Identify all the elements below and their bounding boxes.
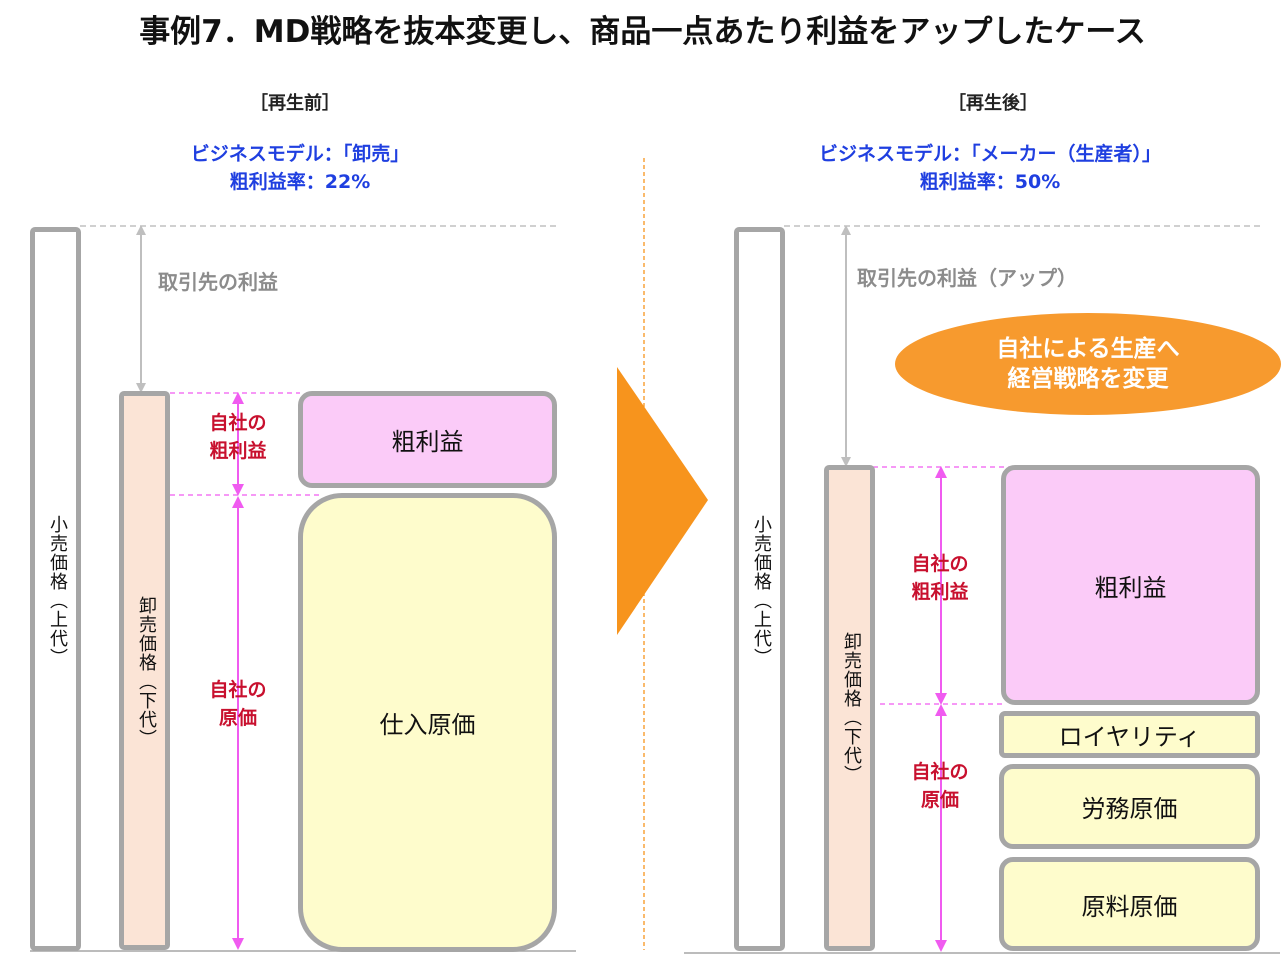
after-own-cost-label: 自社の 原価 xyxy=(894,758,986,814)
before-gross-profit-box: 粗利益 xyxy=(298,391,557,488)
before-header: ［再生前］ xyxy=(250,93,340,114)
before-own-cost-l2: 原価 xyxy=(218,707,257,729)
before-partner-profit: 取引先の利益 xyxy=(158,270,278,294)
before-model: ビジネスモデル：「卸売」 粗利益率：22% xyxy=(90,140,510,196)
before-own-gross-l1: 自社の xyxy=(209,412,267,434)
page-title: 事例7．MD戦略を抜本変更し、商品一点あたり利益をアップしたケース xyxy=(139,14,1146,50)
before-own-cost-label: 自社の 原価 xyxy=(192,676,284,732)
before-purchase-cost-box: 仕入原価 xyxy=(298,493,557,952)
before-gross-profit-text: 粗利益 xyxy=(391,428,464,456)
before-wholesale-price-bar: 卸売価格（下代） xyxy=(119,391,170,950)
strategy-change-callout: 自社による生産へ 経営戦略を変更 xyxy=(895,313,1281,415)
after-header: ［再生後］ xyxy=(948,93,1038,114)
oval-line2: 経営戦略を変更 xyxy=(1007,366,1169,392)
after-material-cost-box: 原料原価 xyxy=(999,857,1260,951)
after-gross-profit-box: 粗利益 xyxy=(1001,465,1260,705)
before-own-cost-l1: 自社の xyxy=(209,679,267,701)
after-own-cost-l2: 原価 xyxy=(920,789,959,811)
before-purchase-cost-text: 仕入原価 xyxy=(379,711,476,739)
after-model: ビジネスモデル：「メーカー（生産者）」 粗利益率：50% xyxy=(740,140,1240,196)
after-royalty-text: ロイヤリティ xyxy=(1058,723,1201,751)
transition-arrow xyxy=(617,367,708,635)
after-own-gross-label: 自社の 粗利益 xyxy=(894,550,986,606)
after-wholesale-label: 卸売価格（下代） xyxy=(841,632,862,784)
after-partner-profit: 取引先の利益（アップ） xyxy=(857,266,1077,290)
after-own-gross-l2: 粗利益 xyxy=(911,581,969,603)
after-gross-profit-text: 粗利益 xyxy=(1094,573,1167,602)
before-model-line1: ビジネスモデル：「卸売」 xyxy=(190,143,410,165)
after-royalty-box: ロイヤリティ xyxy=(999,711,1260,758)
before-model-line2: 粗利益率：22% xyxy=(229,171,371,193)
before-wholesale-label: 卸売価格（下代） xyxy=(136,596,157,748)
after-own-cost-l1: 自社の xyxy=(911,761,969,783)
before-own-gross-l2: 粗利益 xyxy=(209,440,267,462)
before-retail-price-bar: 小売価格（上代） xyxy=(30,227,81,951)
after-own-gross-l1: 自社の xyxy=(911,553,969,575)
after-labor-cost-text: 労務原価 xyxy=(1081,795,1178,823)
before-retail-label: 小売価格（上代） xyxy=(47,515,68,667)
after-model-line2: 粗利益率：50% xyxy=(919,171,1061,193)
after-labor-cost-box: 労務原価 xyxy=(999,764,1260,849)
oval-line1: 自社による生産へ xyxy=(996,336,1180,362)
before-own-gross-label: 自社の 粗利益 xyxy=(192,409,284,465)
after-wholesale-price-bar: 卸売価格（下代） xyxy=(824,465,875,951)
after-material-cost-text: 原料原価 xyxy=(1081,892,1178,921)
after-retail-label: 小売価格（上代） xyxy=(751,515,772,667)
after-retail-price-bar: 小売価格（上代） xyxy=(734,227,785,951)
after-model-line1: ビジネスモデル：「メーカー（生産者）」 xyxy=(818,143,1161,165)
